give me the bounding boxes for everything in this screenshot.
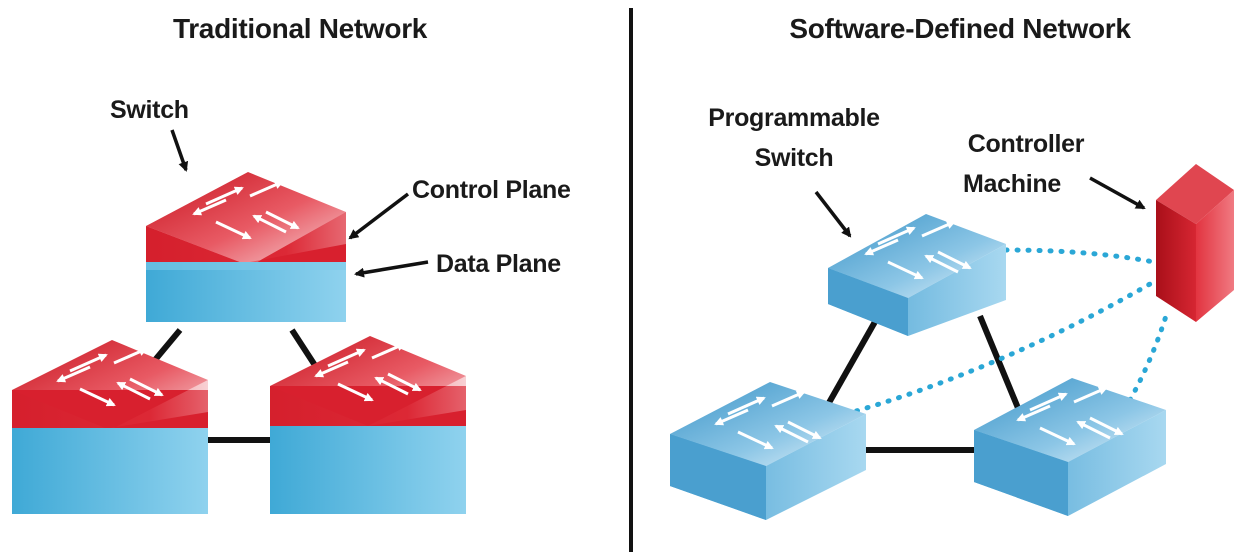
traditional-network-panel: Traditional Network xyxy=(12,13,571,514)
controller-link-right xyxy=(1127,313,1169,403)
sdn-panel: Software-Defined Network xyxy=(670,13,1234,520)
traditional-switch-top xyxy=(146,172,346,322)
server-tower-icon xyxy=(1156,164,1234,322)
data-plane-band xyxy=(270,426,466,514)
data-plane-label: Data Plane xyxy=(436,250,561,278)
link-top-right xyxy=(977,314,1021,410)
control-plane-label: Control Plane xyxy=(412,176,571,204)
controller-label-line1: Controller xyxy=(968,130,1085,158)
data-plane-pointer-arrow xyxy=(354,260,429,278)
programmable-switch-pointer-arrow xyxy=(814,190,852,238)
programmable-switch-left xyxy=(670,382,866,520)
link-top-right xyxy=(289,328,321,372)
switch-label: Switch xyxy=(110,96,189,124)
controller-link-left xyxy=(843,281,1153,417)
sdn-title: Software-Defined Network xyxy=(789,13,1131,44)
traditional-network-title: Traditional Network xyxy=(173,13,428,44)
programmable-switch-top xyxy=(828,214,1006,336)
switch-pointer-arrow xyxy=(170,129,189,172)
programmable-switch-right xyxy=(974,378,1166,516)
link-top-left xyxy=(823,318,879,410)
data-plane-band xyxy=(12,428,208,514)
control-plane-pointer-arrow xyxy=(348,192,410,240)
traditional-switch-right xyxy=(270,336,466,514)
controller-label-line2: Machine xyxy=(963,170,1061,198)
controller-pointer-arrow xyxy=(1089,176,1146,210)
controller-link-top xyxy=(1003,247,1157,265)
programmable-switch-label-line1: Programmable xyxy=(708,104,880,132)
programmable-switch-label-line2: Switch xyxy=(755,144,834,172)
traditional-switch-left xyxy=(12,340,208,514)
data-plane-band xyxy=(146,262,346,322)
